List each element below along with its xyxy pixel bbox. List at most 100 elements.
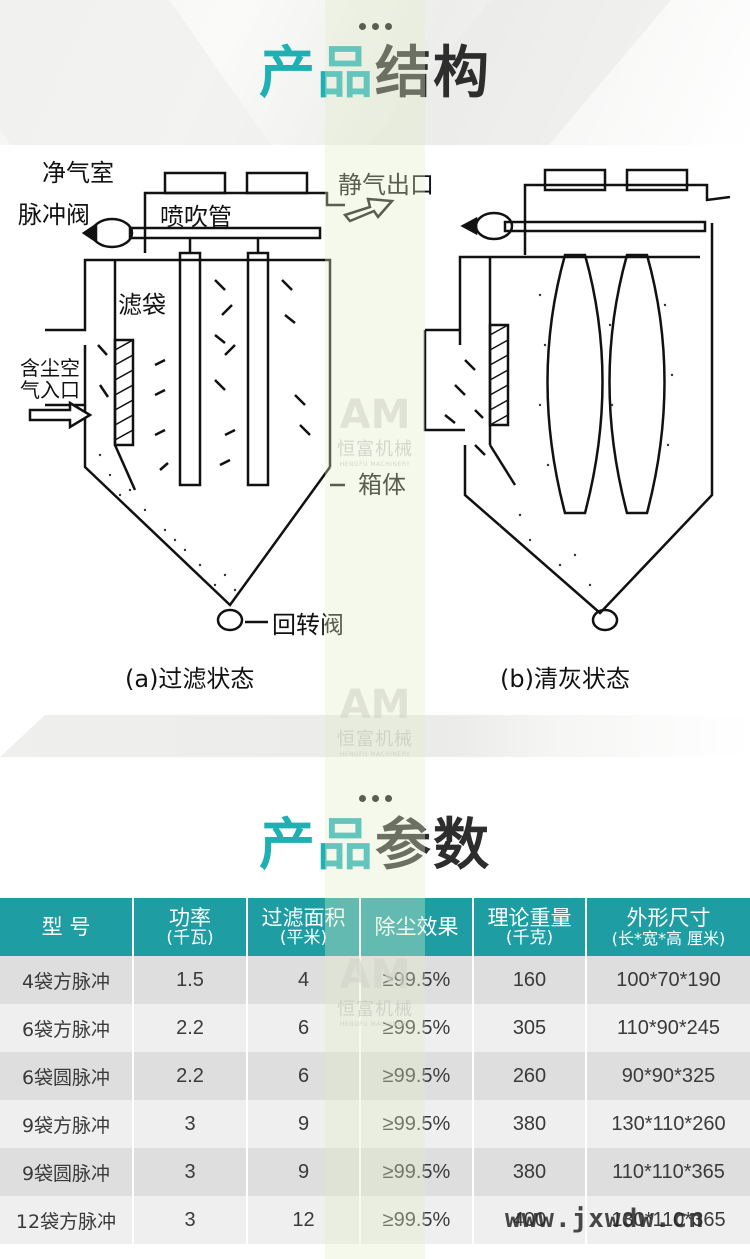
airflow-arrows [97, 279, 486, 471]
diagram-b-cleaning [423, 168, 731, 632]
cell-weight: 400 [473, 1196, 587, 1244]
table-header-row: 型 号 功率(千瓦) 过滤面积(平米) 除尘效果 理论重量(千克) 外形尺寸(长… [0, 898, 750, 956]
cell-model: 6袋圆脉冲 [0, 1052, 134, 1100]
cell-efficiency: ≥99.5% [360, 1148, 474, 1196]
cell-filter-area: 12 [247, 1196, 361, 1244]
cell-model: 9袋方脉冲 [0, 1100, 134, 1148]
divider-band [0, 715, 750, 757]
params-section-title: 产品参数 [0, 800, 750, 881]
hopper [83, 405, 332, 607]
filter-bag [246, 251, 270, 487]
label-dusty-air-inlet: 含尘空 气入口 [20, 357, 80, 401]
title-accent: 产品 [259, 41, 375, 106]
cell-filter-area: 6 [247, 1004, 361, 1052]
cell-dimensions: 100*70*190 [586, 956, 750, 1004]
filter-bag [178, 251, 202, 487]
cell-weight: 160 [473, 956, 587, 1004]
caption-filtering-state: (a)过滤状态 [125, 665, 255, 693]
cell-efficiency: ≥99.5% [360, 1100, 474, 1148]
top-box [245, 171, 309, 195]
band-cut [0, 715, 45, 757]
label-filter-bag: 滤袋 [118, 291, 166, 319]
label-housing: 箱体 [358, 471, 406, 499]
title-accent: 产品 [259, 813, 375, 878]
cell-dimensions: 110*90*245 [586, 1004, 750, 1052]
baghouse-diagram: 净气室 脉冲阀 喷吹管 静气出口 滤袋 含尘空 气入口 箱体 回转阀 (a)过滤… [0, 145, 750, 705]
cell-filter-area: 9 [247, 1148, 361, 1196]
cell-model: 9袋圆脉冲 [0, 1148, 134, 1196]
cell-power: 1.5 [133, 956, 248, 1004]
top-box [163, 171, 227, 195]
baffle-angle [113, 444, 137, 491]
header-label: 理论重量 [487, 905, 572, 930]
cell-power: 3 [133, 1196, 248, 1244]
product-params-table: 型 号 功率(千瓦) 过滤面积(平米) 除尘效果 理论重量(千克) 外形尺寸(长… [0, 898, 750, 1244]
header-unit: (长*宽*高 厘米) [611, 928, 726, 948]
blow-pipe [128, 226, 322, 240]
cell-weight: 380 [473, 1100, 587, 1148]
header-unit: (千克) [505, 927, 554, 948]
diagram-a-filtering [28, 171, 395, 632]
hatched-plate [113, 338, 135, 447]
header-power: 功率(千瓦) [133, 898, 248, 956]
header-label: 功率 [169, 905, 211, 930]
dots-ornament [0, 15, 750, 30]
header-unit: (千瓦) [166, 927, 214, 948]
housing [45, 258, 332, 467]
cell-model: 12袋方脉冲 [0, 1196, 134, 1244]
clean-air-chamber [143, 191, 345, 253]
dust-particles [98, 293, 674, 592]
cell-dimensions: 90*90*325 [586, 1052, 750, 1100]
header-dimensions: 外形尺寸(长*宽*高 厘米) [586, 898, 750, 956]
pulse-valve-body [90, 217, 134, 249]
label-clean-air-outlet: 静气出口 [338, 171, 434, 199]
cell-efficiency: ≥99.5% [360, 1004, 474, 1052]
label-line: 气入口 [20, 378, 80, 402]
header-model: 型 号 [0, 898, 134, 956]
table-row: 4袋方脉冲 1.5 4 ≥99.5% 160 100*70*190 [0, 956, 750, 1004]
title-rest: 结构 [375, 41, 491, 106]
cell-efficiency: ≥99.5% [360, 1196, 474, 1244]
table-row: 12袋方脉冲 3 12 ≥99.5% 400 130*110*365 [0, 1196, 750, 1244]
pulse-valve-tip [81, 222, 98, 244]
inflated-filter-bag [608, 253, 666, 515]
dots-ornament [0, 787, 750, 802]
rotary-valve [216, 608, 244, 632]
cell-model: 4袋方脉冲 [0, 956, 134, 1004]
inlet-arrow [28, 400, 93, 430]
header-label: 除尘效果 [374, 915, 459, 939]
diagram-drawing [28, 168, 731, 632]
inflated-filter-bag [546, 253, 604, 515]
header-filter-area: 过滤面积(平米) [247, 898, 361, 956]
cell-power: 3 [133, 1100, 248, 1148]
table-row: 6袋圆脉冲 2.2 6 ≥99.5% 260 90*90*325 [0, 1052, 750, 1100]
cell-power: 2.2 [133, 1052, 248, 1100]
cell-model: 6袋方脉冲 [0, 1004, 134, 1052]
cell-weight: 305 [473, 1004, 587, 1052]
cell-filter-area: 6 [247, 1052, 361, 1100]
label-pulse-valve: 脉冲阀 [18, 201, 90, 229]
outlet-arrow [342, 197, 395, 223]
table-row: 9袋方脉冲 3 9 ≥99.5% 380 130*110*260 [0, 1100, 750, 1148]
cell-dimensions: 130*110*260 [586, 1100, 750, 1148]
cell-filter-area: 4 [247, 956, 361, 1004]
label-line: 含尘空 [20, 356, 80, 380]
table-row: 9袋圆脉冲 3 9 ≥99.5% 380 110*110*365 [0, 1148, 750, 1196]
cell-filter-area: 9 [247, 1100, 361, 1148]
header-label: 外形尺寸 [626, 905, 711, 930]
header-unit: (平米) [279, 927, 328, 948]
table-row: 6袋方脉冲 2.2 6 ≥99.5% 305 110*90*245 [0, 1004, 750, 1052]
cell-efficiency: ≥99.5% [360, 1052, 474, 1100]
label-clean-air-chamber: 净气室 [42, 159, 114, 187]
header-weight: 理论重量(千克) [473, 898, 587, 956]
title-rest: 参数 [375, 813, 491, 878]
label-blow-pipe: 喷吹管 [160, 203, 232, 231]
cell-power: 2.2 [133, 1004, 248, 1052]
header-efficiency: 除尘效果 [360, 898, 474, 956]
cell-dimensions: 130*110*365 [586, 1196, 750, 1244]
cell-weight: 260 [473, 1052, 587, 1100]
cell-dimensions: 110*110*365 [586, 1148, 750, 1196]
cell-efficiency: ≥99.5% [360, 956, 474, 1004]
label-rotary-valve: 回转阀 [272, 611, 344, 639]
header-label: 型 号 [41, 915, 91, 939]
